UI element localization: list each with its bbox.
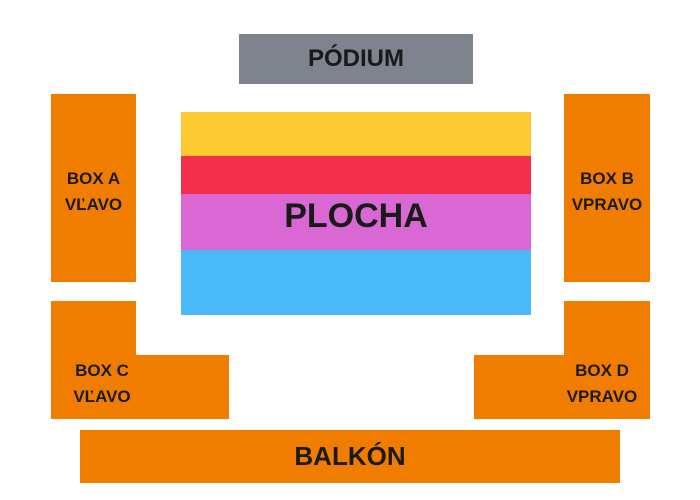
box-b-name: BOX B [580, 169, 634, 188]
box-b-label: BOX B VPRAVO [564, 166, 650, 218]
box-d-name: BOX D [575, 361, 629, 380]
box-c-side: VĽAVO [73, 387, 131, 406]
floor-band-pink[interactable] [181, 194, 531, 250]
box-d-label: BOX D VPRAVO [556, 358, 648, 410]
floor-band-blue[interactable] [181, 250, 531, 315]
balcony-section[interactable]: BALKÓN [80, 430, 620, 483]
box-d-section-horizontal[interactable] [474, 355, 650, 419]
box-c-name: BOX C [75, 361, 129, 380]
floor-band-yellow[interactable] [181, 112, 531, 156]
box-a-label: BOX A VĽAVO [51, 166, 136, 218]
box-b-section[interactable] [564, 94, 650, 282]
box-a-name: BOX A [66, 169, 121, 188]
box-a-section[interactable] [51, 94, 136, 282]
box-b-side: VPRAVO [571, 195, 643, 214]
box-c-section-horizontal[interactable] [51, 355, 229, 419]
podium-label: PÓDIUM [308, 45, 404, 72]
floor-band-red[interactable] [181, 156, 531, 194]
balcony-label: BALKÓN [294, 441, 406, 471]
floor-label: PLOCHA [284, 197, 428, 235]
box-d-side: VPRAVO [566, 387, 638, 406]
podium-section[interactable]: PÓDIUM [239, 34, 473, 84]
box-a-side: VĽAVO [64, 195, 123, 214]
box-c-label: BOX C VĽAVO [58, 358, 146, 410]
